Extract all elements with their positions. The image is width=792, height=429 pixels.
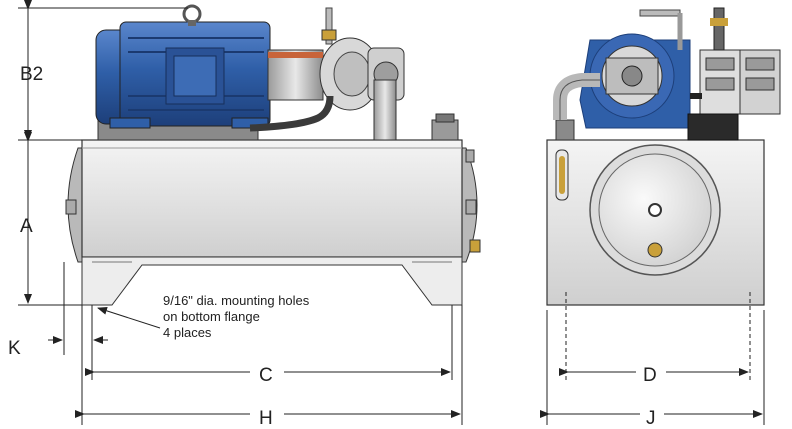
dim-label-a: A bbox=[20, 216, 33, 237]
dimension-lines bbox=[18, 0, 765, 425]
tank-body bbox=[81, 139, 463, 258]
drain-plug bbox=[647, 242, 663, 258]
electric-motor bbox=[95, 4, 271, 129]
filler-breather bbox=[431, 119, 459, 141]
dim-label-j: J bbox=[646, 408, 656, 429]
return-hose bbox=[249, 95, 334, 132]
suction-pipe bbox=[373, 79, 397, 141]
dim-label-k: K bbox=[8, 338, 21, 359]
valve-manifold bbox=[699, 7, 781, 115]
dim-label-c: C bbox=[259, 365, 273, 386]
side-view bbox=[546, 7, 781, 306]
mounting-note-line2: on bottom flange bbox=[163, 309, 260, 324]
front-view bbox=[65, 4, 481, 306]
mounting-note-line1: 9/16" dia. mounting holes bbox=[163, 293, 310, 308]
dim-label-b2: B2 bbox=[20, 64, 43, 85]
dim-label-d: D bbox=[643, 365, 657, 386]
mounting-note-line3: 4 places bbox=[163, 325, 212, 340]
bellhousing bbox=[267, 49, 324, 101]
dim-label-h: H bbox=[259, 408, 273, 429]
